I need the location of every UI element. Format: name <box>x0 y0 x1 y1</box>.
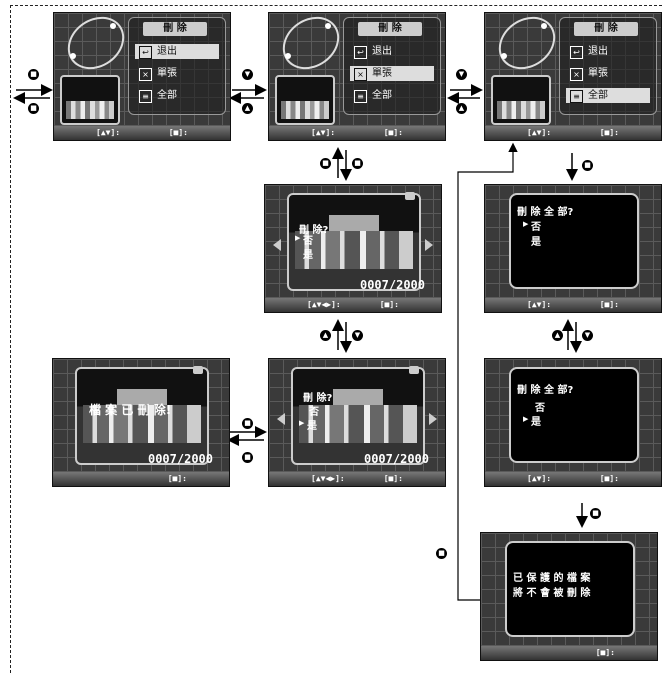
status-bar: [▲▼]:[■]: <box>54 126 230 140</box>
up-button-icon: ▲ <box>242 103 253 114</box>
exit-icon: ↩ <box>139 46 152 59</box>
orbit-icon <box>273 12 350 80</box>
orbit-dot <box>541 23 547 29</box>
screen-delete-all-no: 刪 除 全 部? ▶ 否 是 [▲▼]:[■]: <box>484 184 662 313</box>
screen-single-delete-no: 刪 除? ▶ 否 是 0007/2000 [▲▼◀▶]:[■]: <box>264 184 442 313</box>
protected-line-1: 已 保 護 的 檔 案 <box>513 569 590 584</box>
file-counter: 0007/2000 <box>148 452 213 466</box>
ok-button-icon: ■ <box>28 69 39 80</box>
menu-title: 刪 除 <box>574 22 638 36</box>
next-arrow-icon[interactable] <box>425 239 433 251</box>
prev-arrow-icon[interactable] <box>273 239 281 251</box>
up-button-icon: ▲ <box>552 330 563 341</box>
down-button-icon: ▼ <box>352 330 363 341</box>
menu-item-all[interactable]: ≡全部 <box>350 88 434 103</box>
screen-single-delete-yes: 刪 除? 否 ▶ 是 0007/2000 [▲▼◀▶]:[■]: <box>268 358 446 487</box>
ok-button-icon: ■ <box>582 160 593 171</box>
menu-title: 刪 除 <box>143 22 207 36</box>
menu-item-single[interactable]: ×單張 <box>135 66 219 81</box>
orbit-icon <box>58 12 135 80</box>
ok-button-icon: ■ <box>28 103 39 114</box>
photo-thumbnail <box>275 75 335 125</box>
screen-delete-menu-single: 刪 除 ↩退出 ×單張 ≡全部 [▲▼]:[■]: <box>268 12 446 141</box>
ok-button-icon: ■ <box>352 158 363 169</box>
single-delete-icon: × <box>354 68 367 81</box>
selection-pointer: ▶ <box>295 234 300 242</box>
single-delete-icon: × <box>570 68 583 81</box>
orbit-dot <box>501 53 507 59</box>
delete-menu: 刪 除 ↩退出 ×單張 ≡全部 <box>343 17 441 115</box>
camera-icon <box>399 189 421 203</box>
up-button-icon: ▲ <box>456 103 467 114</box>
up-button-icon: ▲ <box>320 330 331 341</box>
file-counter: 0007/2000 <box>364 452 429 466</box>
orbit-icon <box>489 12 566 80</box>
status-bar: [▲▼]:[■]: <box>485 298 661 312</box>
delete-menu: 刪 除 ↩退出 ×單張 ≡全部 <box>559 17 657 115</box>
screen-file-deleted: 檔 案 已 刪 除! 0007/2000 [■]: <box>52 358 230 487</box>
option-no[interactable]: 否 <box>531 218 541 233</box>
option-yes[interactable]: 是 <box>303 246 313 261</box>
ok-button-icon: ■ <box>590 508 601 519</box>
down-button-icon: ▼ <box>582 330 593 341</box>
delete-question: 刪 除? <box>303 389 332 404</box>
all-delete-icon: ≡ <box>139 90 152 103</box>
menu-item-all[interactable]: ≡全部 <box>566 88 650 103</box>
selection-pointer: ▶ <box>523 220 528 228</box>
menu-item-all[interactable]: ≡全部 <box>135 88 219 103</box>
option-no[interactable]: 否 <box>303 232 313 247</box>
file-deleted-message: 檔 案 已 刪 除! <box>89 401 171 418</box>
screen-delete-menu-all: 刪 除 ↩退出 ×單張 ≡全部 [▲▼]:[■]: <box>484 12 662 141</box>
screen-protected-message: 已 保 護 的 檔 案 將 不 會 被 刪 除 [■]: <box>480 532 658 661</box>
orbit-dot <box>325 23 331 29</box>
exit-icon: ↩ <box>570 46 583 59</box>
all-delete-icon: ≡ <box>354 90 367 103</box>
status-bar: [▲▼]:[■]: <box>269 126 445 140</box>
option-no[interactable]: 否 <box>535 399 545 414</box>
menu-item-exit[interactable]: ↩退出 <box>566 44 650 59</box>
option-yes[interactable]: 是 <box>531 233 541 248</box>
menu-item-single[interactable]: ×單張 <box>566 66 650 81</box>
ok-button-icon: ■ <box>320 158 331 169</box>
orbit-dot <box>110 23 116 29</box>
menu-item-single[interactable]: ×單張 <box>350 66 434 81</box>
status-bar: [▲▼]:[■]: <box>485 126 661 140</box>
selection-pointer: ▶ <box>299 419 304 427</box>
next-arrow-icon[interactable] <box>429 413 437 425</box>
menu-item-exit[interactable]: ↩退出 <box>135 44 219 59</box>
menu-item-exit[interactable]: ↩退出 <box>350 44 434 59</box>
status-bar: [■]: <box>53 472 229 486</box>
ok-button-icon: ■ <box>436 548 447 559</box>
screen-delete-all-yes: 刪 除 全 部? 否 ▶ 是 [▲▼]:[■]: <box>484 358 662 487</box>
option-no[interactable]: 否 <box>309 403 319 418</box>
status-bar: [▲▼◀▶]:[■]: <box>269 472 445 486</box>
option-yes[interactable]: 是 <box>307 417 317 432</box>
protected-line-2: 將 不 會 被 刪 除 <box>513 584 590 599</box>
photo-thumbnail <box>491 75 551 125</box>
delete-all-question: 刪 除 全 部? <box>517 203 573 218</box>
status-bar: [■]: <box>481 646 657 660</box>
camera-icon <box>187 363 209 377</box>
all-delete-icon: ≡ <box>570 90 583 103</box>
orbit-dot <box>285 53 291 59</box>
delete-menu: 刪 除 ↩退出 ×單張 ≡全部 <box>128 17 226 115</box>
status-bar: [▲▼]:[■]: <box>485 472 661 486</box>
menu-title: 刪 除 <box>358 22 422 36</box>
down-button-icon: ▼ <box>242 69 253 80</box>
exit-icon: ↩ <box>354 46 367 59</box>
camera-icon <box>403 363 425 377</box>
photo-thumbnail <box>60 75 120 125</box>
ok-button-icon: ■ <box>242 418 253 429</box>
down-button-icon: ▼ <box>456 69 467 80</box>
option-yes[interactable]: 是 <box>531 413 541 428</box>
status-bar: [▲▼◀▶]:[■]: <box>265 298 441 312</box>
prev-arrow-icon[interactable] <box>277 413 285 425</box>
orbit-dot <box>70 53 76 59</box>
file-counter: 0007/2000 <box>360 278 425 292</box>
single-delete-icon: × <box>139 68 152 81</box>
delete-all-question: 刪 除 全 部? <box>517 381 573 396</box>
screen-delete-menu-exit: 刪 除 ↩退出 ×單張 ≡全部 [▲▼]:[■]: <box>53 12 231 141</box>
selection-pointer: ▶ <box>523 415 528 423</box>
ok-button-icon: ■ <box>242 452 253 463</box>
